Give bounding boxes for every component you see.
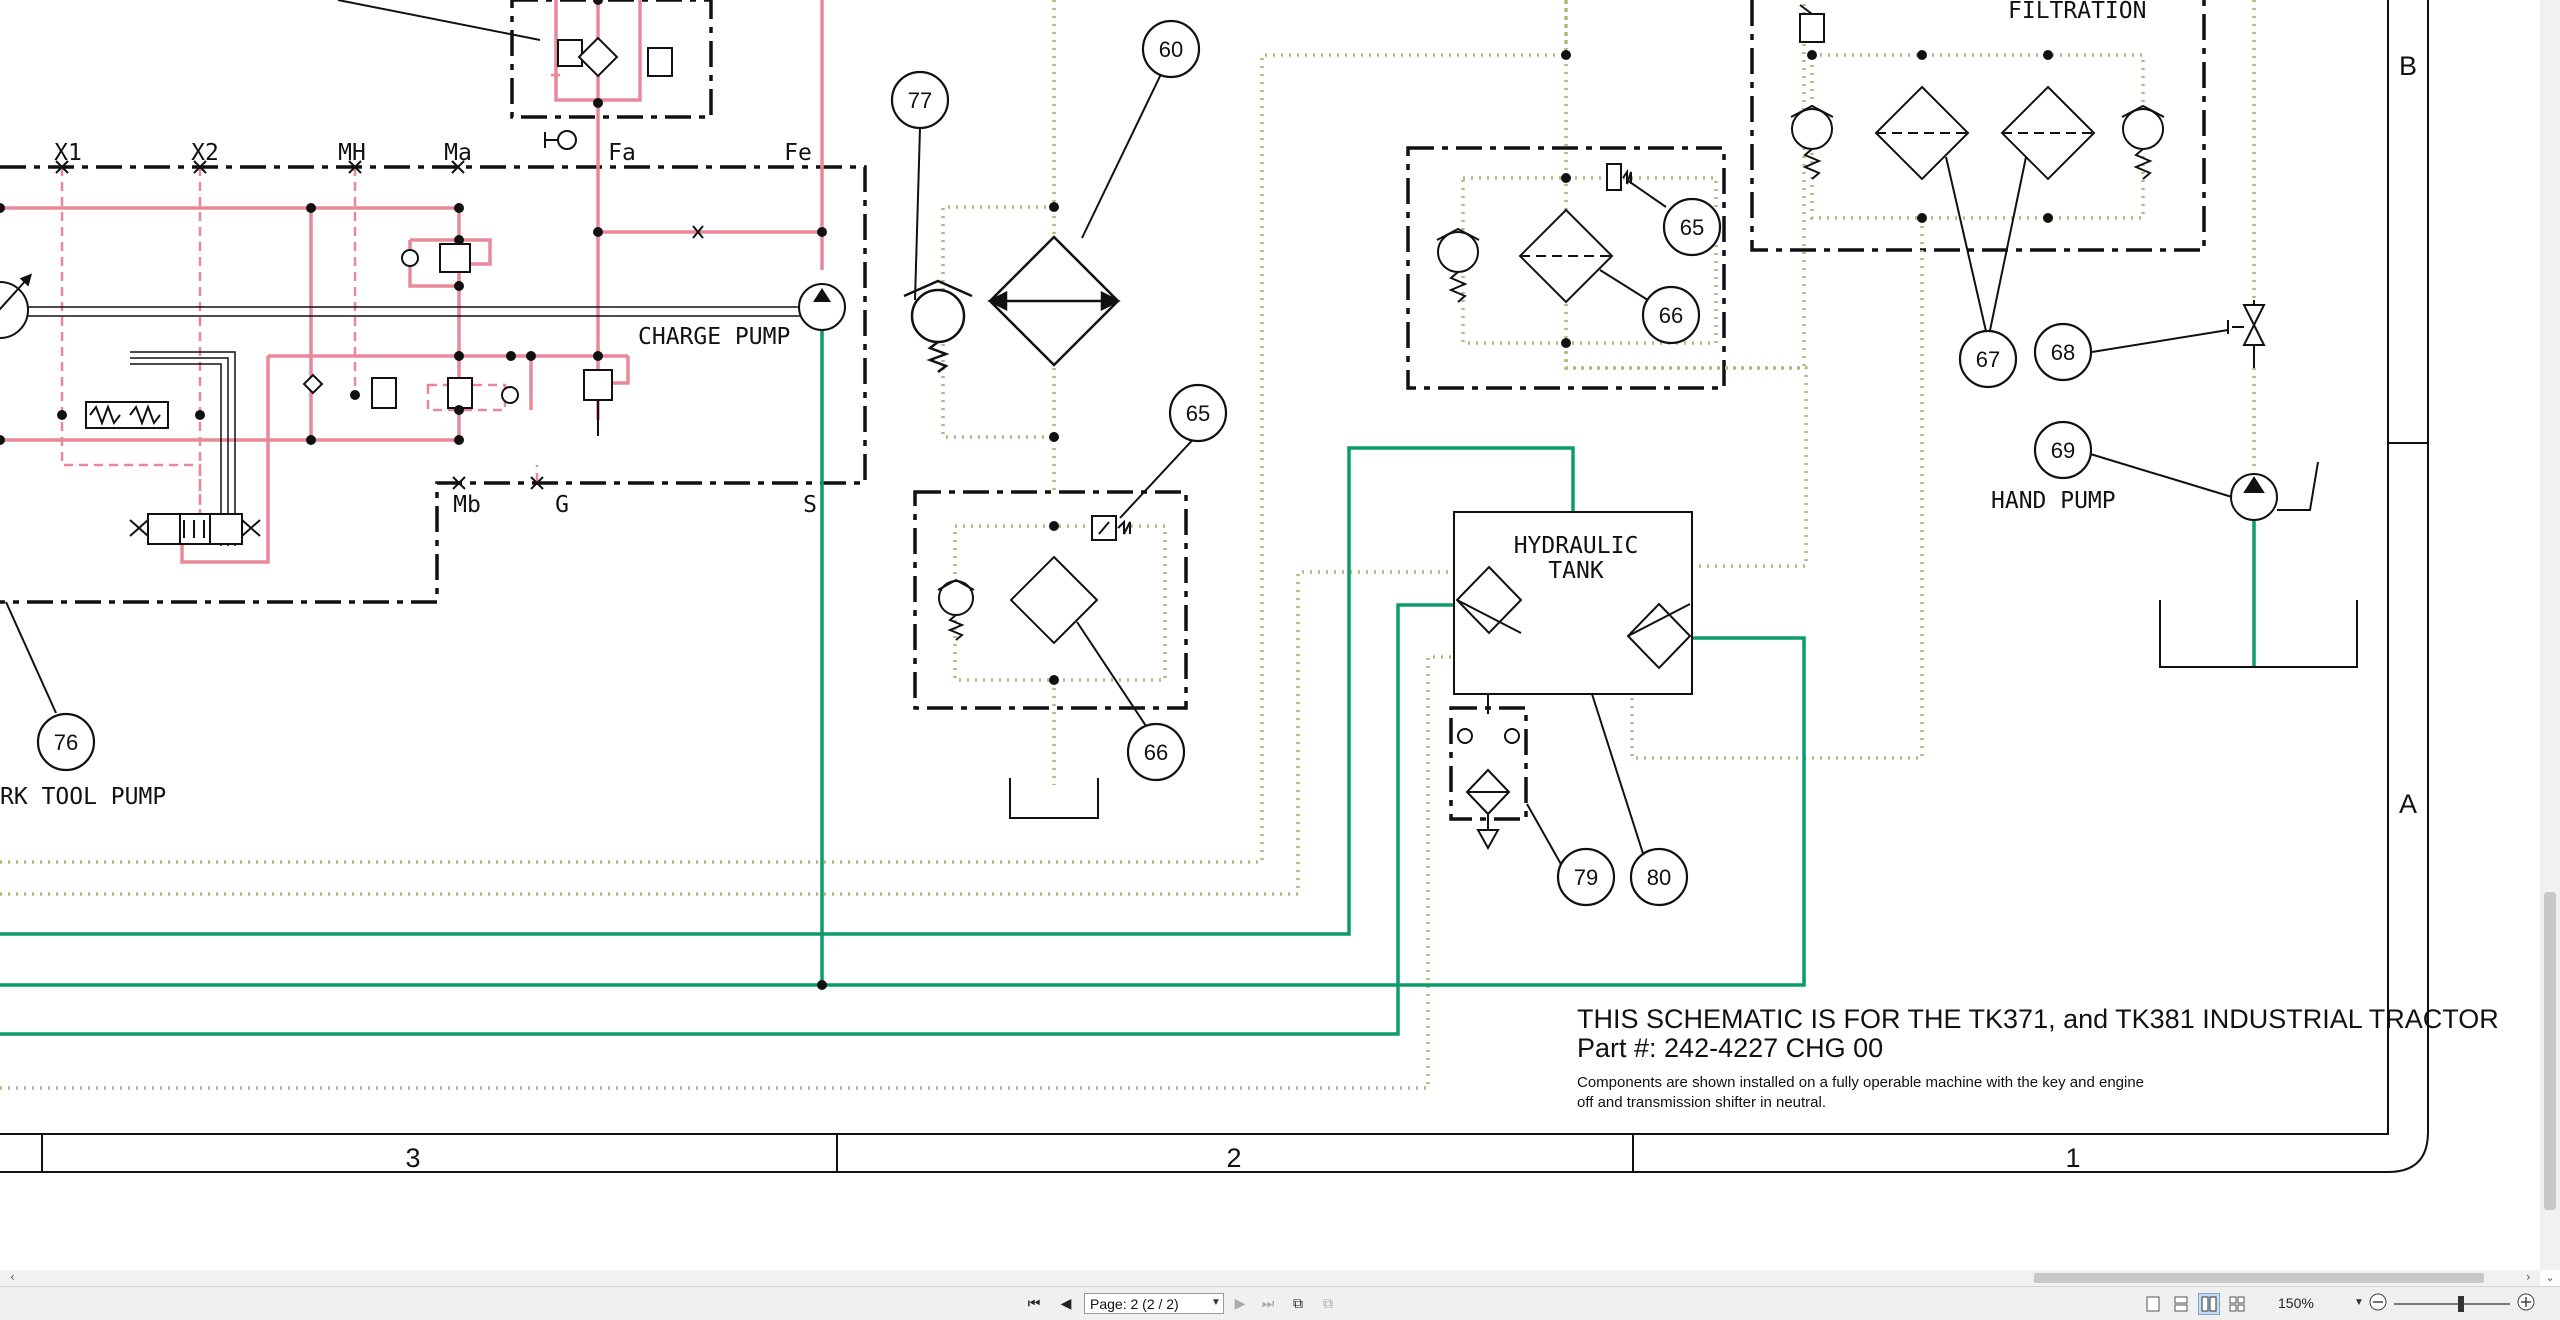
last-page-icon[interactable]: ⏭ [1261, 1294, 1275, 1311]
left-junctions [0, 0, 827, 990]
callout-76: 76 [54, 730, 78, 755]
pilot-lines [60, 73, 560, 520]
port-fe: Fe [784, 140, 812, 166]
port-s: S [803, 492, 817, 518]
two-page-view-icon[interactable] [2198, 1293, 2220, 1315]
status-bar: ⏮ ◀ Page: 2 (2 / 2) ▼ ▶ ⏭ ⧉ ⧉ 150% ▼ [0, 1286, 2560, 1320]
junctions [1049, 50, 2053, 685]
hydraulic-schematic: 3 2 1 B A [0, 0, 2499, 1173]
callout-60: 60 [1159, 37, 1183, 62]
leader-lines [5, 0, 2233, 867]
document-viewport[interactable]: 3 2 1 B A [0, 0, 2540, 1270]
zone-label-b: B [2399, 51, 2417, 81]
note-desc-1: Components are shown installed on a full… [1577, 1074, 2144, 1091]
zone-label-2: 2 [1226, 1143, 1241, 1173]
vertical-scrollbar[interactable] [2540, 0, 2560, 1270]
callout-69: 69 [2051, 438, 2075, 463]
left-valves [85, 36, 704, 545]
previous-page-icon[interactable]: ◀ [1060, 1294, 1072, 1311]
page-number-field[interactable]: Page: 2 (2 / 2) [1084, 1293, 1224, 1314]
port-mb: Mb [453, 492, 481, 518]
note-part: Part #: 242-4227 CHG 00 [1577, 1033, 1883, 1063]
callout-80: 80 [1647, 865, 1671, 890]
pump-shaft [0, 306, 822, 546]
zone-label-1: 1 [2065, 1143, 2080, 1173]
callout-65a: 65 [1186, 401, 1210, 426]
callouts [36, 19, 2093, 907]
hydraulic-tank [1453, 511, 1693, 695]
filtration-assembly [1790, 4, 2165, 181]
zoom-level[interactable]: 150% [2278, 1295, 2314, 1311]
continuous-view-icon[interactable] [2170, 1293, 2192, 1315]
callout-68: 68 [2051, 340, 2075, 365]
zoom-dropdown-icon[interactable]: ▼ [2354, 1297, 2364, 1308]
return-lines [0, 318, 2256, 1036]
callout-79: 79 [1574, 865, 1598, 890]
hydraulic-tank-label-1: HYDRAULIC [1514, 533, 1639, 559]
component-boundaries [0, 0, 2206, 821]
page-dropdown-icon[interactable]: ▼ [1211, 1297, 1221, 1308]
callout-77: 77 [908, 88, 932, 113]
callout-66a: 66 [1144, 740, 1168, 765]
oil-cooler [903, 235, 1121, 373]
zoom-in-icon[interactable] [2516, 1292, 2536, 1312]
horizontal-scrollbar[interactable]: ‹ › [0, 1270, 2540, 1286]
filter-assembly-2 [1436, 163, 1632, 304]
note-desc-2: off and transmission shifter in neutral. [1577, 1094, 1826, 1111]
zoom-slider-thumb[interactable] [2458, 1296, 2464, 1312]
zone-label-a: A [2399, 789, 2417, 819]
zoom-out-icon[interactable] [2368, 1292, 2388, 1312]
first-page-icon[interactable]: ⏮ [1027, 1294, 1041, 1311]
go-forward-icon[interactable]: ⧉ [1323, 1294, 1333, 1311]
charge-pump-label: CHARGE PUMP [638, 324, 790, 350]
charge-pump-symbol [798, 283, 846, 331]
note-title: THIS SCHEMATIC IS FOR THE TK371, and TK3… [1577, 1004, 2499, 1034]
next-page-icon[interactable]: ▶ [1234, 1294, 1246, 1311]
hand-pump-label: HAND PUMP [1991, 488, 2116, 514]
single-page-view-icon[interactable] [2142, 1293, 2164, 1315]
filter-assembly-1 [937, 515, 1131, 819]
port-fa: Fa [608, 140, 636, 166]
go-back-icon[interactable]: ⧉ [1293, 1294, 1303, 1311]
work-tool-pump-symbol [0, 273, 33, 339]
port-g: G [555, 492, 569, 518]
scroll-left-arrow-icon[interactable]: ‹ [10, 1270, 15, 1284]
horizontal-scroll-thumb[interactable] [2034, 1273, 2484, 1283]
zoom-slider[interactable] [2394, 1303, 2510, 1305]
tank-breather [1457, 694, 1520, 851]
port-marks [55, 160, 544, 490]
vertical-scroll-thumb[interactable] [2544, 892, 2556, 1210]
book-view-icon[interactable] [2226, 1293, 2248, 1315]
port-ma: Ma [444, 140, 472, 166]
callout-67: 67 [1976, 347, 2000, 372]
sheet-border [0, 0, 2429, 1173]
scroll-down-arrow-icon[interactable]: ⌄ [2545, 1271, 2555, 1284]
work-tool-pump-label: RK TOOL PUMP [0, 784, 166, 810]
filtration-label: FILTRATION [2008, 0, 2146, 24]
callout-65b: 65 [1680, 215, 1704, 240]
hydraulic-tank-label-2: TANK [1548, 558, 1604, 584]
pressure-lines [0, 0, 824, 564]
port-mh: MH [338, 140, 366, 166]
callout-66b: 66 [1659, 303, 1683, 328]
zone-label-3: 3 [405, 1143, 420, 1173]
scroll-right-arrow-icon[interactable]: › [2526, 1270, 2531, 1284]
